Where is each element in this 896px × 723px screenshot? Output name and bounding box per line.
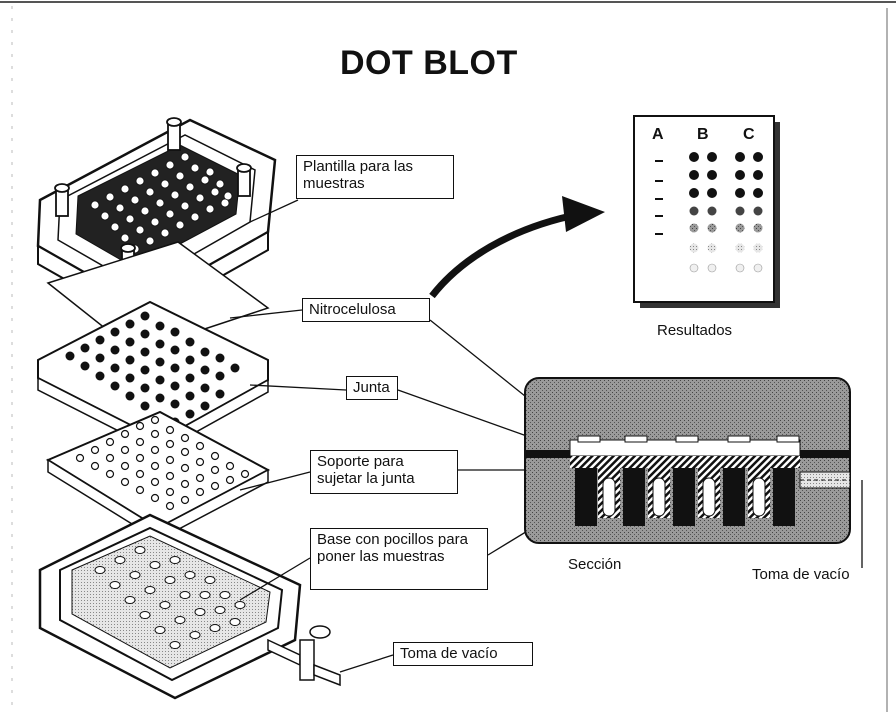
results-column-c: C bbox=[743, 126, 755, 144]
label-results: Resultados bbox=[657, 322, 732, 339]
label-support: Soporte para sujetar la junta bbox=[310, 450, 458, 494]
results-arrow bbox=[432, 196, 605, 296]
label-section: Sección bbox=[568, 556, 621, 573]
label-template: Plantilla para las muestras bbox=[296, 155, 454, 199]
results-card bbox=[634, 116, 780, 308]
label-vacuum-left: Toma de vacío bbox=[393, 642, 533, 666]
label-base: Base con pocillos para poner las muestra… bbox=[310, 528, 488, 590]
results-column-b: B bbox=[697, 126, 709, 144]
page-title: DOT BLOT bbox=[340, 44, 518, 83]
base-plate bbox=[40, 515, 340, 698]
results-column-a: A bbox=[652, 126, 664, 144]
label-vacuum-right: Toma de vacío bbox=[752, 566, 850, 583]
label-gasket: Junta bbox=[346, 376, 398, 400]
label-nitrocellulose: Nitrocelulosa bbox=[302, 298, 430, 322]
cross-section bbox=[525, 378, 850, 543]
